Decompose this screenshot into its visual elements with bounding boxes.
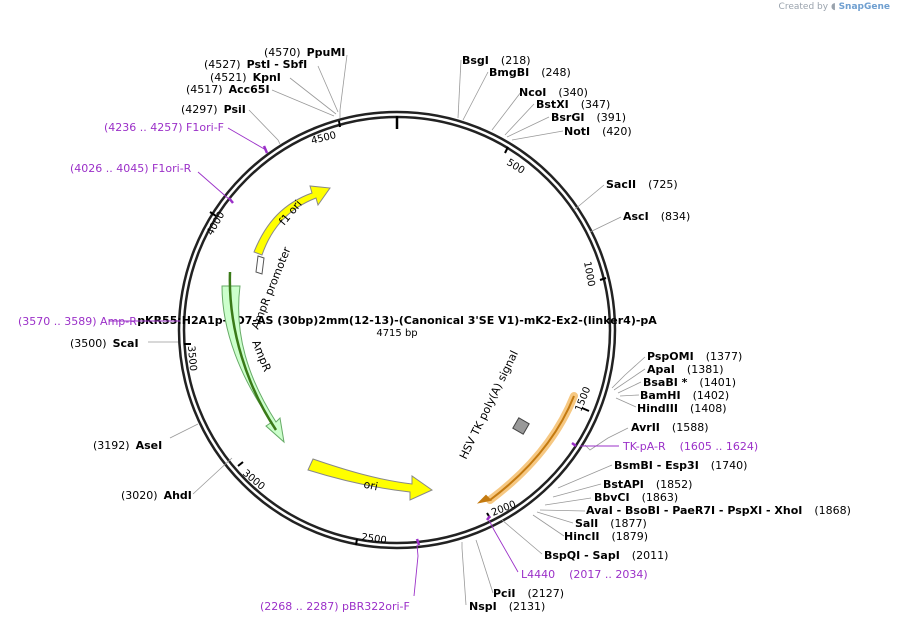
site-acc65i: (4517)Acc65I (186, 83, 270, 96)
site-sali: SalI(1877) (575, 517, 647, 530)
site-psti-sbfi: (4527)PstI - SbfI (204, 58, 307, 71)
snapgene-credit: Created by ◖ SnapGene (779, 2, 890, 12)
site-bstapi: BstAPI(1852) (603, 478, 692, 491)
feature-hsv-tk-polya-arrowhead (476, 494, 493, 504)
primer-mark-f1ori-r (228, 197, 234, 204)
site-asei: (3192)AseI (93, 439, 162, 452)
feature-hsv-tk-polya (489, 395, 575, 501)
plasmid-size: 4715 bp (376, 328, 417, 339)
site-ncoi: NcoI(340) (519, 86, 588, 99)
site-labels: (4570)PpuMI (4527)PstI - SbfI (4521)KpnI… (70, 46, 851, 613)
tick-2500: 2500 (361, 532, 388, 546)
leader-lines (148, 54, 646, 606)
feature-ampr (221, 285, 285, 444)
tick-2000: 2000 (490, 499, 518, 519)
site-nspi: NspI(2131) (469, 600, 545, 613)
features: f1 ori AmpR promoter AmpR ori HSV TK pol… (221, 185, 578, 504)
site-bstxi: BstXI(347) (536, 98, 610, 111)
feature-hsv-tk-polya-label: HSV TK poly(A) signal (457, 349, 521, 462)
credit-app: SnapGene (838, 2, 890, 12)
site-avrii: AvrII(1588) (631, 421, 708, 434)
site-bsrgi: BsrGI(391) (551, 111, 626, 124)
primer-l4440: L4440(2017 .. 2034) (521, 568, 648, 581)
site-hincii: HincII(1879) (564, 530, 648, 543)
feature-f1-ori (253, 185, 331, 256)
site-bspqi-sapi: BspQI - SapI(2011) (544, 549, 668, 562)
site-noti: NotI(420) (564, 125, 632, 138)
tick-500: 500 (504, 157, 526, 176)
site-scai: (3500)ScaI (70, 337, 139, 350)
feature-ampr-promoter (255, 255, 265, 275)
site-kpni: (4521)KpnI (210, 71, 281, 84)
primer-labels: (4236 .. 4257) F1ori-F (4026 .. 4045) F1… (18, 121, 758, 613)
primer-f1ori-f: (4236 .. 4257) F1ori-F (104, 121, 224, 134)
site-sacii: SacII(725) (606, 178, 678, 191)
primer-f1ori-r: (4026 .. 4045) F1ori-R (70, 162, 192, 175)
feature-hsv-tk-polya-shadow (486, 392, 578, 504)
tick-1000: 1000 (581, 261, 596, 288)
primer-pbr322ori-f: (2268 .. 2287) pBR322ori-F (260, 600, 410, 613)
site-pspomi: PspOMI(1377) (647, 350, 742, 363)
primer-mark-pbr322ori-f (415, 538, 421, 546)
site-hindiii: HindIII(1408) (637, 402, 727, 415)
feature-ori-label: ori (362, 478, 379, 494)
site-avai-group: AvaI - BsoBI - PaeR7I - PspXI - XhoI(186… (586, 504, 851, 517)
site-ahdi: (3020)AhdI (121, 489, 192, 502)
snapgene-logo-icon: ◖ (830, 2, 836, 12)
site-bsabi: BsaBI *(1401) (643, 376, 736, 389)
feature-ampr-label: AmpR (249, 338, 273, 374)
site-bsgi: BsgI(218) (462, 54, 531, 67)
site-ppumi: (4570)PpuMI (264, 46, 345, 59)
feature-small-marker (512, 417, 530, 435)
primer-amp-r: (3570 .. 3589) Amp-R (18, 315, 137, 328)
primer-tk-pa-r: TK-pA-R(1605 .. 1624) (622, 440, 758, 453)
plasmid-name: pKR55:H2A1p-BD7-AS (30bp)2mm(12-13)-(Can… (137, 314, 657, 327)
site-apai: ApaI(1381) (647, 363, 723, 376)
tick-4000: 4000 (205, 210, 227, 238)
feature-ori (307, 458, 434, 501)
primer-leaders (109, 127, 619, 597)
site-bbvci: BbvCI(1863) (594, 491, 678, 504)
feature-ampr-primer-overlay (228, 271, 278, 431)
site-asci: AscI(834) (623, 210, 690, 223)
primer-mark-l4440 (486, 515, 491, 521)
site-pcii: PciI(2127) (493, 587, 564, 600)
site-psii: (4297)PsiI (181, 103, 246, 116)
backbone (177, 110, 617, 550)
tick-3500: 3500 (185, 345, 198, 371)
site-bmgbi: BmgBI(248) (489, 66, 571, 79)
primer-mark-tk-pa-r (571, 442, 577, 447)
site-bsmbi-esp3i: BsmBI - Esp3I(1740) (614, 459, 747, 472)
credit-text: Created by (778, 2, 829, 12)
site-bamhi: BamHI(1402) (640, 389, 729, 402)
